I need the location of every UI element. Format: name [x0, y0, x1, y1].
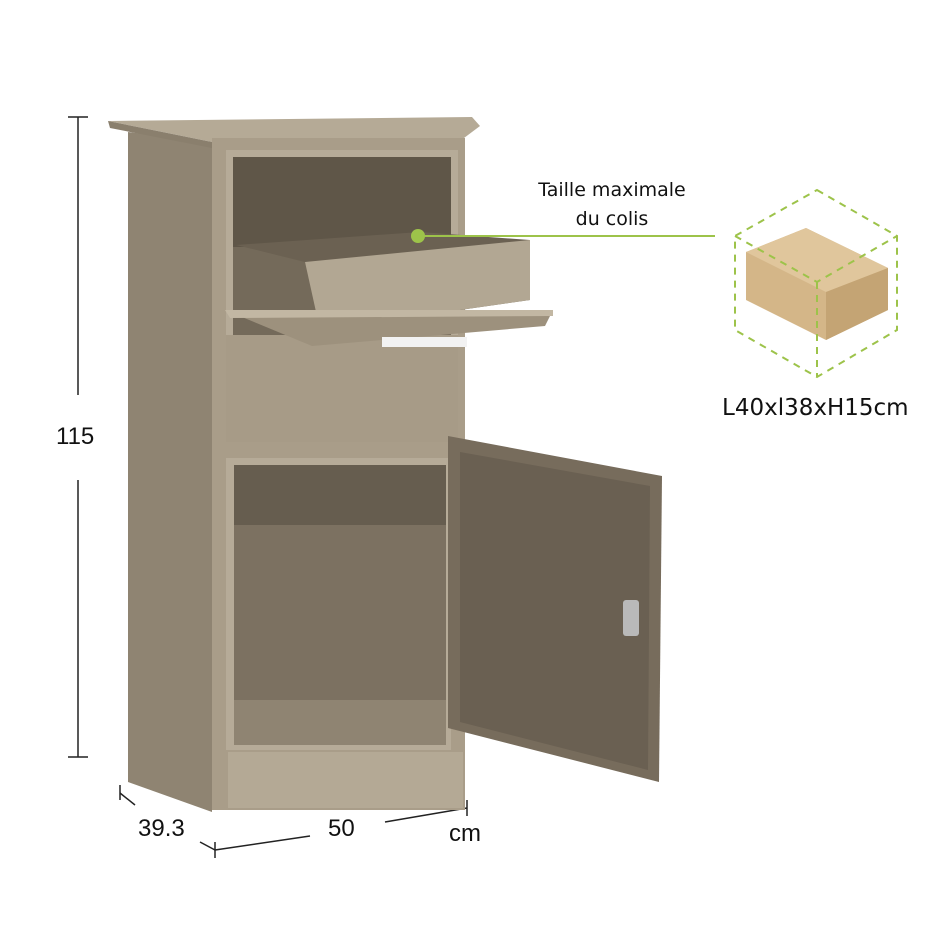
- parcel-box-cabinet: [108, 117, 662, 812]
- depth-width-dimension-lines: [119, 785, 468, 858]
- parcel-icon: [734, 188, 898, 379]
- height-label: 115: [56, 423, 95, 450]
- mail-slot-label: [382, 337, 467, 347]
- height-dimension-line: [68, 116, 88, 758]
- callout-line-2: du colis: [575, 208, 649, 230]
- door-lock: [623, 600, 639, 636]
- callout-text: Taille maximale du colis: [522, 176, 702, 234]
- width-label: 50: [328, 815, 355, 842]
- parcel-dimensions: L40xl38xH15cm: [722, 395, 909, 421]
- callout-line-1: Taille maximale: [538, 179, 686, 201]
- depth-label: 39.3: [138, 815, 185, 842]
- callout-dot: [411, 229, 425, 243]
- unit-label: cm: [449, 820, 481, 847]
